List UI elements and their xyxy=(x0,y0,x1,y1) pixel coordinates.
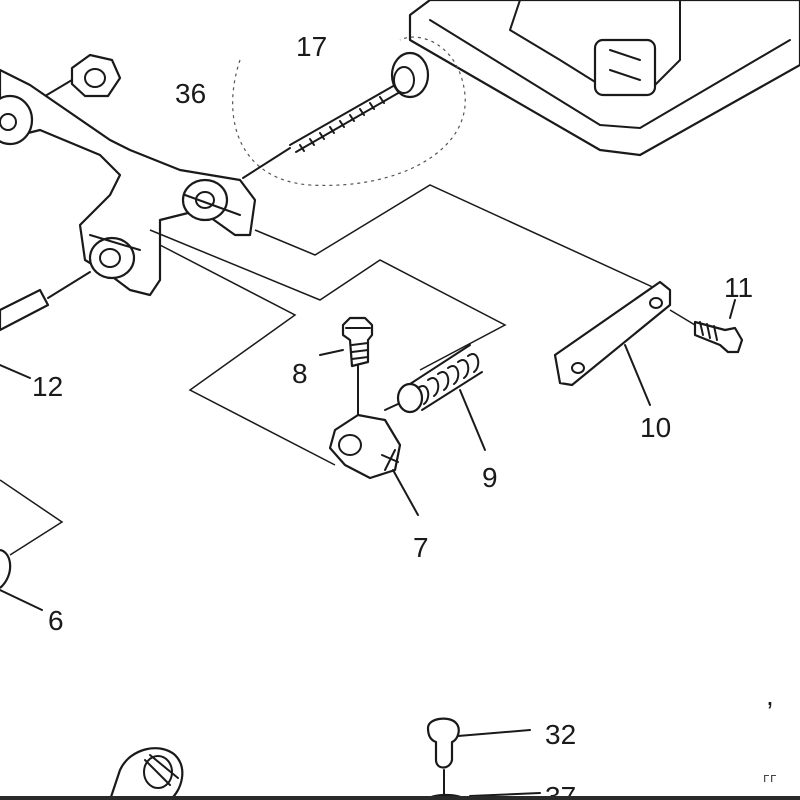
label-7: 7 xyxy=(413,532,429,563)
part-17-thumb-screw xyxy=(242,51,430,179)
label-8: 8 xyxy=(292,358,308,389)
machine-body xyxy=(408,0,800,157)
part-7-collar xyxy=(328,413,419,516)
label-17: 17 xyxy=(296,31,327,62)
part-6 xyxy=(0,548,43,611)
label-36: 36 xyxy=(175,78,206,109)
dashed-outline xyxy=(232,36,466,187)
knob-part xyxy=(108,747,184,800)
label-10: 10 xyxy=(640,412,671,443)
lever-arm xyxy=(0,68,257,297)
part-8-screw xyxy=(319,316,374,416)
label-11: 11 xyxy=(724,272,753,303)
part-12-pin xyxy=(0,271,91,379)
stray-scribble: ᴦᴦ xyxy=(763,771,777,785)
label-12: 12 xyxy=(32,371,63,402)
scan-border xyxy=(0,796,800,800)
guide-lines xyxy=(0,184,671,556)
part-32-screw xyxy=(426,717,541,800)
part-11-screw xyxy=(669,299,744,354)
label-32: 32 xyxy=(545,719,576,750)
part-9-spring xyxy=(384,344,486,451)
label-6: 6 xyxy=(48,605,64,636)
part-10-plate xyxy=(553,280,672,406)
stray-comma: , xyxy=(766,680,774,711)
label-9: 9 xyxy=(482,462,498,493)
label-37: 37 xyxy=(545,781,576,800)
part-36-nut xyxy=(29,53,122,106)
